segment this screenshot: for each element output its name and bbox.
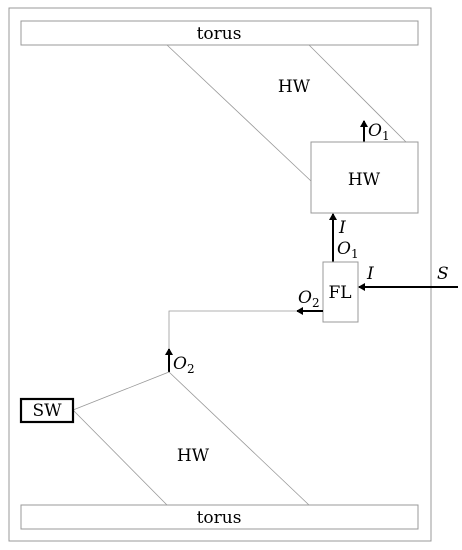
fl-box-label: FL [328, 283, 351, 303]
hw-top-region-label: HW [278, 77, 311, 97]
fl-box [322, 261, 359, 323]
sw-box-label: SW [32, 401, 62, 421]
hw-top-right-edge [308, 44, 407, 143]
i-right-label: I [366, 264, 374, 284]
torus-top-label: torus [197, 24, 242, 44]
o2-lower-label: O2 [173, 354, 195, 376]
hw-bottom-region-label: HW [177, 446, 210, 466]
i-upper-label: I [338, 218, 346, 238]
hw-bottom-right-edge [168, 371, 310, 506]
sw-to-node-line [72, 371, 170, 411]
s-label: S [437, 264, 449, 284]
hw-box [310, 141, 419, 214]
o1-lower-label: O1 [337, 239, 359, 261]
torus-top-box [20, 20, 419, 46]
hw-top-left-edge [166, 44, 312, 182]
sw-box [19, 397, 75, 424]
outer-frame [8, 7, 432, 542]
hw-box-label: HW [348, 170, 381, 190]
o1-upper-label: O1 [368, 121, 390, 143]
torus-bottom-label: torus [197, 508, 242, 528]
torus-bottom-box [20, 504, 419, 530]
o2-left-label: O2 [298, 288, 320, 310]
o2-wire [168, 310, 297, 348]
hw-bottom-left-edge [72, 409, 168, 506]
